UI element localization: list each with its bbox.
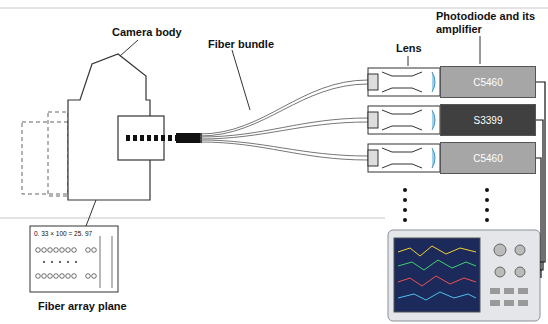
part-label: Photodiode and its amplifier xyxy=(436,10,536,35)
inset-text: 0. 33 × 100 = 25. 97 xyxy=(34,230,92,237)
amplifier-box: C5460 xyxy=(440,66,536,98)
model-number: C5460 xyxy=(473,77,502,88)
model-number: S3399 xyxy=(474,115,503,126)
part-label: Fiber bundle xyxy=(208,38,274,51)
part-label: Fiber array plane xyxy=(38,300,127,313)
model-number: C5460 xyxy=(473,153,502,164)
part-label: Camera body xyxy=(112,26,182,39)
amplifier-box: C5460 xyxy=(440,142,536,174)
amplifier-box: S3399 xyxy=(440,104,536,136)
part-label: Lens xyxy=(396,42,422,55)
